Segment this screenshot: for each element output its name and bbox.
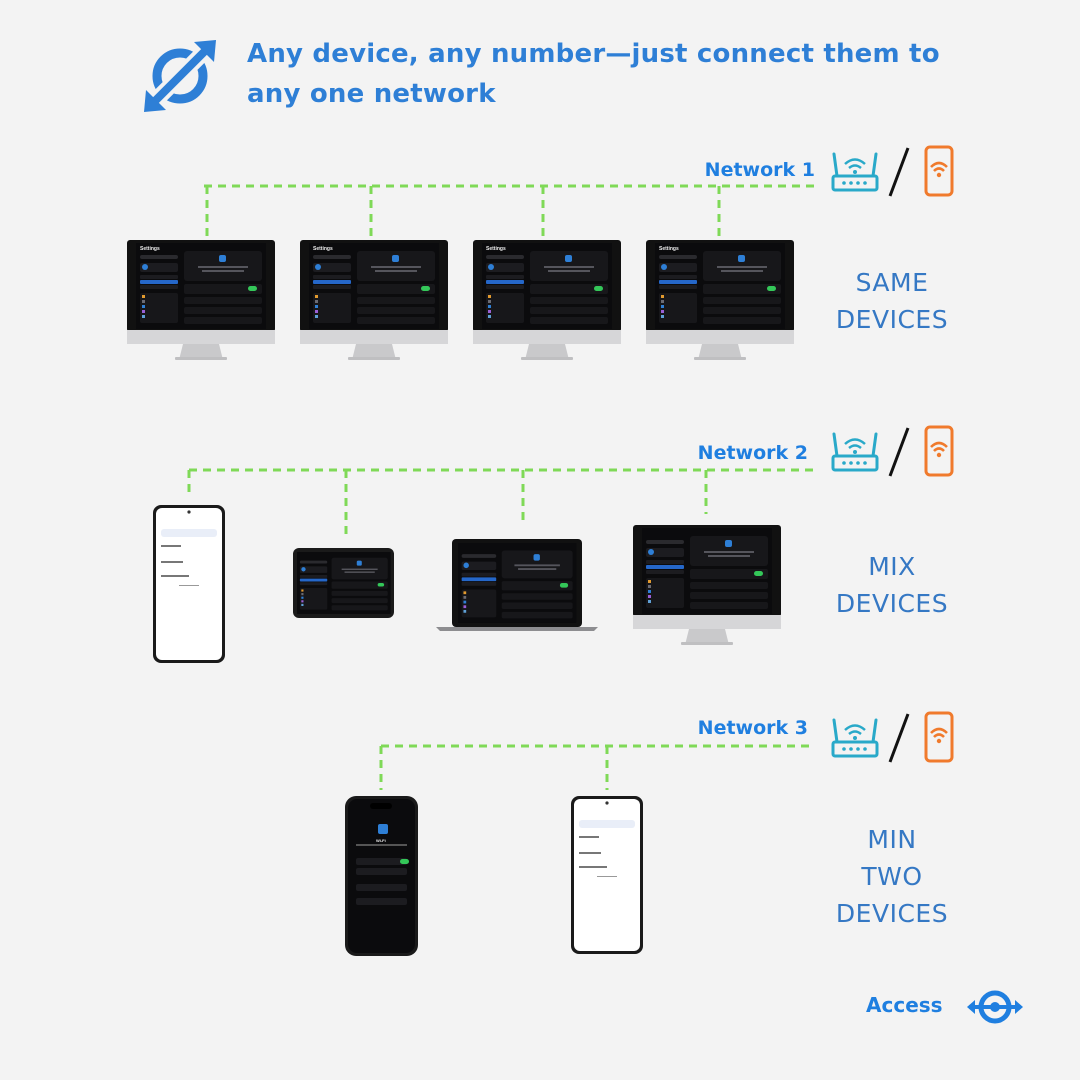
tablet (293, 548, 394, 618)
desktop-monitor (127, 240, 275, 360)
page-title: Any device, any number—just connect them… (247, 39, 940, 109)
android-phone (153, 505, 225, 663)
network-2-label: Network 2 (697, 442, 808, 464)
wifi-router-icon (831, 152, 879, 192)
laptop (436, 539, 598, 631)
iphone (345, 796, 418, 956)
screen-title: Wi-Fi (376, 838, 386, 843)
desktop-monitor (633, 525, 781, 645)
android-phone (571, 796, 643, 954)
screen-title: Settings (486, 246, 506, 252)
wifi-router-icon (831, 432, 879, 472)
mobile-hotspot-icon (924, 145, 954, 197)
screen-title: Settings (659, 246, 679, 252)
desktop-monitor (300, 240, 448, 360)
network-3-label: Network 3 (697, 717, 808, 739)
mobile-hotspot-icon (924, 711, 954, 763)
network-1-label: Network 1 (704, 159, 815, 181)
screen-title: Settings (313, 246, 333, 252)
desktop-monitor (473, 240, 621, 360)
desktop-monitor (646, 240, 794, 360)
footer-brand: Access (866, 993, 943, 1017)
mobile-hotspot-icon (924, 425, 954, 477)
wifi-router-icon (831, 718, 879, 758)
access-logo-icon (967, 990, 1023, 1024)
screen-title: Settings (140, 246, 160, 252)
